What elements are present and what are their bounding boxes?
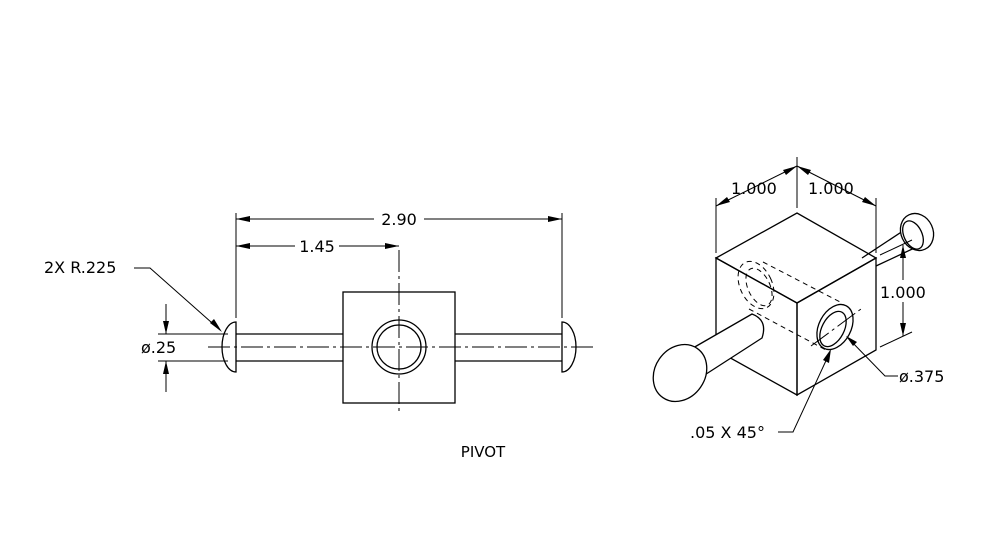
arrowhead (823, 349, 831, 363)
hidden-hole-back (737, 260, 775, 310)
chamfer-leader (778, 351, 831, 433)
arrowhead (783, 166, 797, 175)
arrowhead (862, 197, 876, 206)
hidden-hole-back-inner (745, 267, 773, 307)
chamfer-callout: .05 X 45° (690, 423, 765, 442)
arrowhead (236, 243, 250, 249)
left-shaft (236, 333, 343, 362)
right-head (561, 321, 577, 373)
hidden-bore-lines (748, 261, 843, 351)
front-view: 2.90 1.45 2X R.225 ø.25 (44, 210, 596, 414)
dim-text-height: 1.000 (880, 283, 926, 302)
back-head-face (902, 220, 924, 250)
arrowhead (900, 323, 906, 336)
arrowhead (548, 216, 562, 222)
dim-line-width-right (796, 165, 877, 207)
arrowhead (210, 319, 222, 332)
dim-text-overall-length: 2.90 (381, 210, 417, 229)
hole-diameter-callout: ø.375 (899, 367, 944, 386)
hole-centerline (810, 308, 862, 347)
right-shaft (455, 333, 562, 362)
dim-text-half-length: 1.45 (299, 237, 335, 256)
arrowhead (900, 245, 906, 258)
extension-line-bottom (879, 331, 913, 348)
extension-line-top (879, 239, 913, 256)
hole-chamfer (816, 303, 854, 351)
dim-text-width-right: 1.000 (808, 179, 854, 198)
hole-bore (819, 310, 847, 348)
arrowhead (236, 216, 250, 222)
arrowhead (385, 243, 399, 249)
arrowhead (846, 336, 857, 346)
front-head (652, 343, 708, 403)
radius-callout: 2X R.225 (44, 258, 116, 277)
dim-text-width-left: 1.000 (731, 179, 777, 198)
cube-right-face (796, 256, 877, 397)
part-title: PIVOT (461, 443, 506, 461)
diameter-leader (847, 337, 898, 377)
diameter-callout: ø.25 (141, 338, 176, 357)
dim-line-width-left (715, 165, 798, 207)
radius-leader (134, 267, 221, 331)
arrowhead (797, 166, 811, 175)
arrowhead (716, 197, 730, 206)
arrowhead (163, 321, 169, 334)
arrowhead (163, 361, 169, 374)
isometric-view: 1.000 1.000 1.000 ø.375 .05 X 45° (652, 157, 944, 442)
